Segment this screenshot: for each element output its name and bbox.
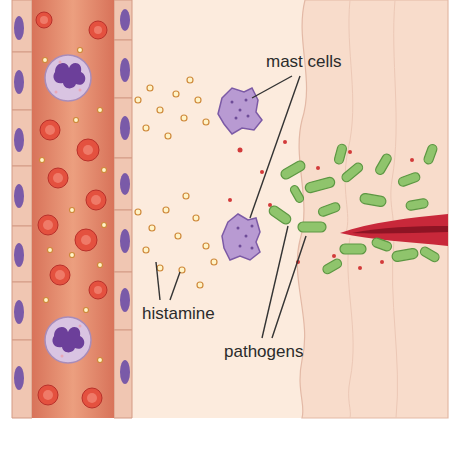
skin-texture: [345, 0, 353, 418]
wound: [352, 226, 448, 233]
mast-cell-shapes: [218, 88, 262, 260]
tissue: [130, 0, 448, 418]
pathogen-rods: [267, 143, 440, 275]
mast-cell-granules: [231, 99, 254, 250]
skin-texture: [391, 0, 398, 418]
red-blood-cells: [36, 12, 107, 408]
vessel-wall: [12, 0, 132, 418]
white-blood-cells: [45, 55, 91, 363]
blood-particles: [228, 140, 414, 270]
endothelial-cells: [12, 0, 132, 418]
histamine-dots: [40, 48, 218, 363]
part-label: mast cells: [266, 52, 342, 72]
wound: [340, 214, 448, 246]
part-label: histamine: [142, 304, 215, 324]
leader-lines: [156, 76, 306, 338]
part-label: pathogens: [224, 342, 303, 362]
vessel-lumen: [32, 0, 114, 418]
